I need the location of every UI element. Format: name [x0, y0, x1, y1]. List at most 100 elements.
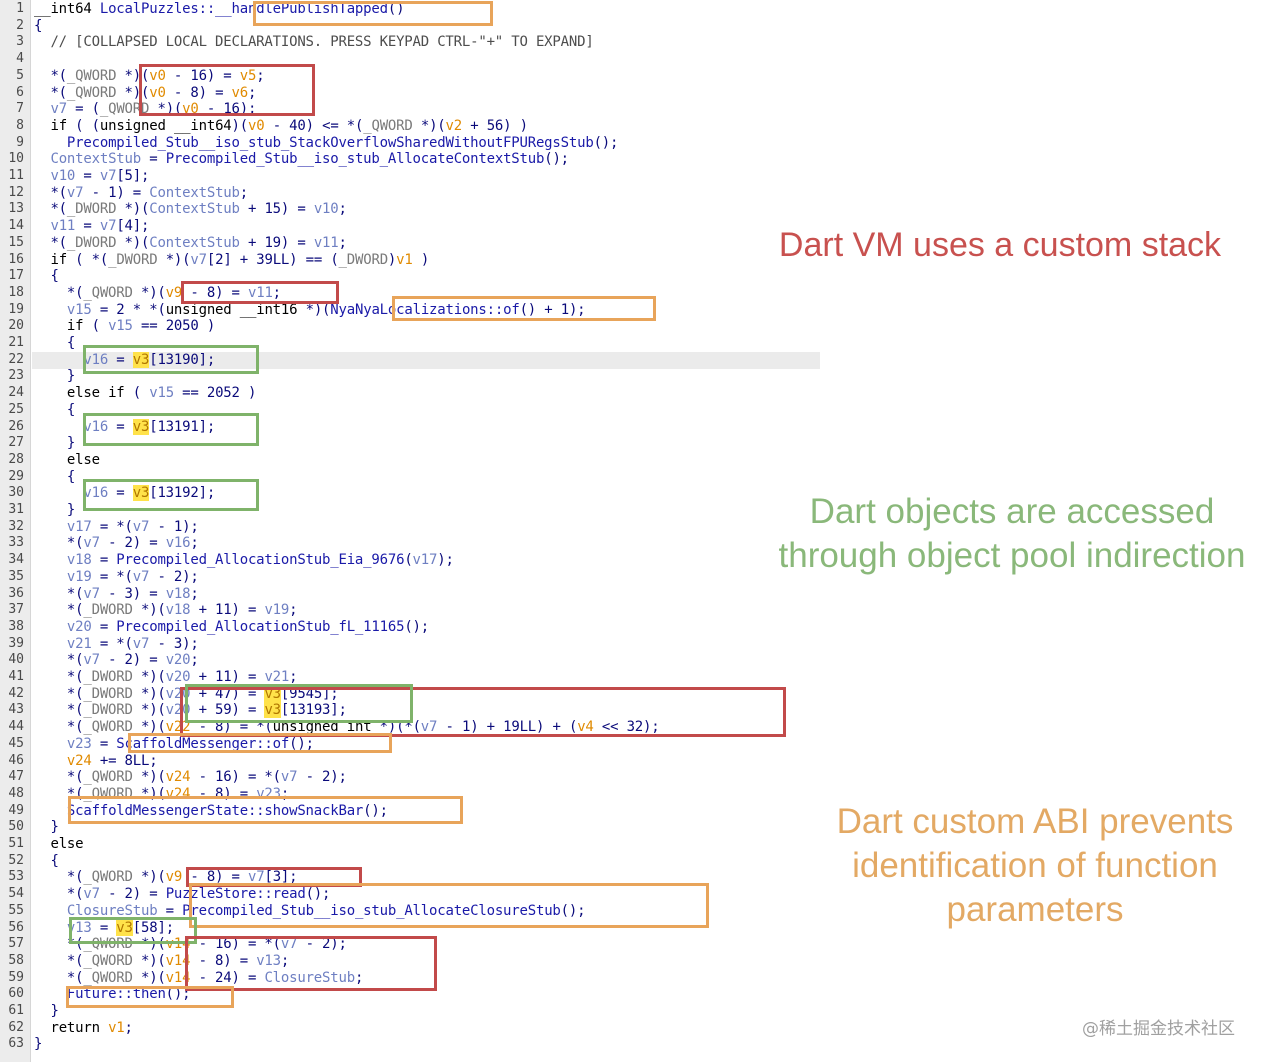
line-number: 15	[8, 234, 24, 250]
line-number: 21	[8, 335, 24, 350]
code-line[interactable]: *(_QWORD *)(v14 - 16) = *(v7 - 2);	[34, 936, 347, 953]
object-pool-annotation: Dart objects are accessed through object…	[752, 490, 1272, 578]
code-line[interactable]: *(_QWORD *)(v24 - 16) = *(v7 - 2);	[34, 769, 347, 786]
line-number: 57	[8, 936, 24, 952]
line-number: 8	[16, 117, 24, 133]
code-line[interactable]: }	[34, 435, 76, 452]
line-number: 27	[8, 435, 24, 451]
code-line[interactable]: {	[34, 401, 76, 418]
code-line[interactable]: *(_DWORD *)(v18 + 11) = v19;	[34, 602, 298, 619]
code-line[interactable]: v18 = Precompiled_AllocationStub_Eia_967…	[66, 552, 454, 569]
code-line[interactable]: *(_QWORD *)(v9 - 8) = v7[3];	[34, 869, 298, 886]
watermark: @稀土掘金技术社区	[1082, 1019, 1235, 1039]
current-line-highlight	[32, 352, 820, 369]
line-number: 33	[8, 535, 24, 551]
line-number: 38	[8, 618, 24, 634]
code-line[interactable]: v13 = v3[58];	[66, 919, 174, 936]
code-line[interactable]: {	[34, 335, 76, 351]
line-number: 31	[8, 502, 24, 517]
code-line[interactable]: v11 = v7[4];	[50, 218, 150, 235]
code-line[interactable]: *(_DWORD *)(v20 + 59) = v3[13193];	[34, 702, 347, 719]
code-line[interactable]: {	[34, 268, 59, 285]
line-number: 55	[8, 902, 24, 918]
line-number: 16	[8, 251, 24, 267]
line-number: 2	[16, 17, 24, 33]
code-line[interactable]: v15 = 2 * *(unsigned __int16 *)(NyaNyaLo…	[66, 301, 586, 318]
code-line[interactable]: *(_QWORD *)(v9 - 8) = v11;	[34, 284, 281, 301]
line-number: 54	[8, 886, 24, 902]
line-number: 30	[8, 485, 24, 501]
line-number: 5	[16, 67, 24, 83]
code-line[interactable]: v24 += 8LL;	[66, 752, 158, 769]
line-number: 35	[8, 568, 24, 584]
code-line[interactable]: else	[50, 836, 84, 852]
code-line[interactable]: ClosureStub = Precompiled_Stub__iso_stub…	[66, 902, 586, 919]
line-number: 25	[8, 401, 24, 417]
custom-abi-annotation-line: parameters	[946, 890, 1124, 929]
code-line[interactable]: *(_DWORD *)(v20 + 47) = v3[9545];	[34, 685, 339, 702]
line-number: 52	[8, 852, 24, 868]
line-number: 58	[8, 952, 24, 968]
code-line[interactable]: Precompiled_Stub__iso_stub_StackOverflow…	[66, 134, 619, 151]
code-line[interactable]: {	[34, 468, 76, 485]
line-number: 23	[8, 368, 24, 384]
code-line[interactable]: {	[34, 852, 59, 869]
code-line[interactable]: else if ( v15 == 2052 )	[66, 385, 257, 402]
code-line[interactable]: {	[34, 17, 43, 34]
code-line[interactable]: v23 = ScaffoldMessenger::of();	[66, 735, 314, 752]
code-line[interactable]: *(_DWORD *)(ContextStub + 19) = v11;	[34, 234, 347, 251]
code-line[interactable]: *(_QWORD *)(v0 - 16) = v5;	[34, 67, 265, 84]
code-line[interactable]: *(_QWORD *)(v14 - 24) = ClosureStub;	[34, 969, 364, 986]
code-line[interactable]: Future::then();	[66, 986, 191, 1003]
code-line[interactable]: v20 = Precompiled_AllocationStub_fL_1116…	[66, 618, 429, 635]
code-line[interactable]: *(v7 - 1) = ContextStub;	[34, 184, 248, 201]
code-line[interactable]: *(v7 - 3) = v18;	[34, 585, 199, 602]
code-line[interactable]: *(v7 - 2) = v16;	[34, 535, 199, 552]
code-line[interactable]: *(_DWORD *)(ContextStub + 15) = v10;	[34, 201, 347, 218]
object-pool-annotation-line: Dart objects are accessed	[809, 492, 1215, 531]
code-line[interactable]: v17 = *(v7 - 1);	[66, 518, 199, 535]
code-line[interactable]: }	[34, 1003, 59, 1019]
code-line[interactable]: *(v7 - 2) = PuzzleStore::read();	[34, 886, 331, 903]
line-number: 10	[8, 151, 24, 167]
code-line[interactable]: *(_QWORD *)(v22 - 8) = *(unsigned int *)…	[34, 719, 660, 736]
code-line[interactable]: *(v7 - 2) = v20;	[34, 652, 199, 669]
code-line[interactable]: v21 = *(v7 - 3);	[66, 635, 199, 652]
code-line[interactable]: }	[34, 819, 59, 836]
code-line[interactable]: v7 = (_QWORD *)(v0 - 16);	[50, 101, 257, 118]
code-line[interactable]: v10 = v7[5];	[50, 168, 150, 184]
code-line[interactable]: *(_DWORD *)(v20 + 11) = v21;	[34, 669, 298, 685]
line-number: 45	[8, 735, 24, 751]
code-line[interactable]: if ( (unsigned __int64)(v0 - 40) <= *(_Q…	[50, 117, 528, 134]
code-line[interactable]: }	[34, 502, 76, 518]
code-line[interactable]: return v1;	[50, 1019, 133, 1036]
line-number: 42	[8, 685, 24, 701]
code-line[interactable]: }	[34, 368, 76, 385]
line-number: 62	[8, 1019, 24, 1035]
custom-abi-annotation-line: Dart custom ABI prevents	[836, 802, 1234, 841]
custom-abi-annotation: Dart custom ABI prevents identification …	[800, 800, 1270, 932]
code-line[interactable]: if ( v15 == 2050 )	[66, 318, 216, 335]
code-line[interactable]: v16 = v3[13190];	[83, 351, 216, 368]
code-line[interactable]: ContextStub = Precompiled_Stub__iso_stub…	[50, 151, 569, 168]
line-number: 18	[8, 284, 24, 300]
code-line[interactable]: v16 = v3[13192];	[83, 485, 216, 502]
line-number: 56	[8, 919, 24, 935]
code-line[interactable]: *(_QWORD *)(v14 - 8) = v13;	[34, 952, 290, 969]
line-number: 9	[16, 134, 24, 150]
code-line[interactable]: v19 = *(v7 - 2);	[66, 568, 199, 585]
code-line[interactable]: // [COLLAPSED LOCAL DECLARATIONS. PRESS …	[34, 34, 594, 51]
code-line[interactable]: *(_QWORD *)(v0 - 8) = v6;	[34, 84, 257, 101]
code-line[interactable]: __int64 LocalPuzzles::__handlePublishTap…	[34, 1, 405, 17]
line-number: 6	[16, 84, 24, 100]
code-line[interactable]: }	[34, 1036, 43, 1053]
code-line[interactable]: v16 = v3[13191];	[83, 418, 216, 435]
line-number: 46	[8, 752, 24, 768]
code-line[interactable]: *(_QWORD *)(v24 - 8) = v23;	[34, 785, 290, 802]
code-line[interactable]: ScaffoldMessengerState::showSnackBar();	[66, 802, 388, 819]
code-line[interactable]: if ( *(_DWORD *)(v7[2] + 39LL) == (_DWOR…	[50, 251, 430, 268]
code-line[interactable]: else	[66, 451, 100, 468]
line-number: 24	[8, 385, 24, 401]
line-number: 22	[8, 351, 24, 367]
